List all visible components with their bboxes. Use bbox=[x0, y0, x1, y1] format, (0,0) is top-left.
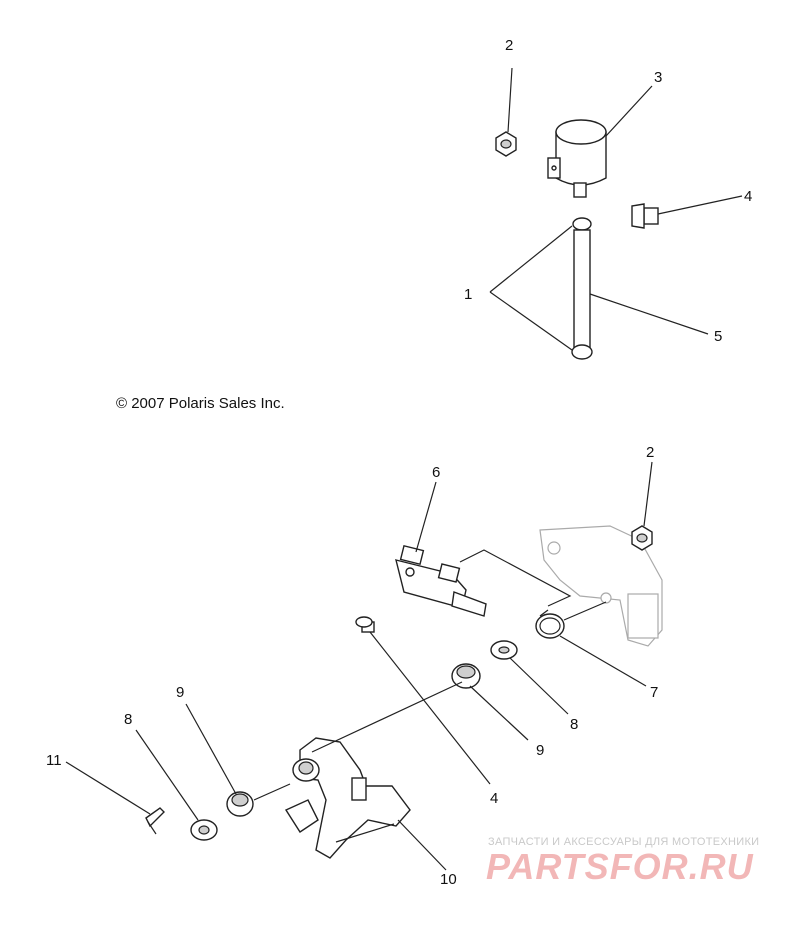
spring-to-bracket-line bbox=[563, 601, 607, 621]
hose bbox=[573, 229, 591, 349]
copyright-notice: © 2007 Polaris Sales Inc. bbox=[116, 395, 285, 412]
master-cylinder bbox=[395, 544, 487, 617]
callout-bot-2: 2 bbox=[646, 444, 654, 461]
leader-top-3 bbox=[605, 85, 653, 137]
callout-bot-10: 10 bbox=[440, 871, 457, 888]
leader-top-4 bbox=[657, 195, 743, 215]
bolt-top bbox=[631, 203, 659, 229]
cylinder-to-bracket-line bbox=[459, 549, 572, 607]
callout-bot-4: 4 bbox=[490, 790, 498, 807]
leader-bot-10 bbox=[397, 819, 447, 871]
callout-top-3: 3 bbox=[654, 69, 662, 86]
callout-bot-6: 6 bbox=[432, 464, 440, 481]
hex-nut-top bbox=[495, 131, 517, 157]
brake-pedal bbox=[284, 737, 411, 859]
callout-bot-8-left: 8 bbox=[124, 711, 132, 728]
callout-bot-11: 11 bbox=[46, 752, 62, 769]
leader-bot-8-left bbox=[135, 729, 199, 821]
return-spring bbox=[535, 609, 565, 639]
callout-bot-8-right: 8 bbox=[570, 716, 578, 733]
mounting-bracket bbox=[539, 525, 663, 647]
bushing-left bbox=[226, 791, 254, 817]
fluid-reservoir bbox=[547, 119, 607, 198]
callout-bot-9-left: 9 bbox=[176, 684, 184, 701]
callout-top-1: 1 bbox=[464, 286, 472, 303]
leader-bot-9-left bbox=[185, 703, 237, 795]
watermark-brand: PARTSFOR.RU bbox=[486, 846, 754, 887]
callout-top-5: 5 bbox=[714, 328, 722, 345]
leader-bot-11 bbox=[65, 761, 151, 815]
hose-clamp-lower bbox=[571, 344, 593, 360]
bushing-right bbox=[451, 663, 481, 689]
leader-top-1b bbox=[489, 291, 573, 351]
leader-bot-4 bbox=[369, 631, 491, 785]
hex-nut-bottom bbox=[631, 525, 653, 551]
leader-top-2 bbox=[507, 67, 513, 133]
bolt-bottom bbox=[355, 616, 375, 633]
pedal-to-bushing-line bbox=[311, 681, 463, 753]
washer-left bbox=[190, 819, 218, 841]
leader-top-1a bbox=[489, 225, 573, 293]
leader-top-5 bbox=[589, 293, 709, 335]
leader-bot-7 bbox=[559, 635, 647, 687]
callout-top-2: 2 bbox=[505, 37, 513, 54]
callout-bot-7: 7 bbox=[650, 684, 658, 701]
washer-right bbox=[490, 640, 518, 660]
callout-bot-9-right: 9 bbox=[536, 742, 544, 759]
leader-bot-9-right bbox=[469, 685, 529, 741]
leader-bot-8-right bbox=[509, 657, 569, 715]
callout-top-4: 4 bbox=[744, 188, 752, 205]
watermark-tagline: ЗАПЧАСТИ И АКСЕССУАРЫ ДЛЯ МОТОТЕХНИКИ bbox=[488, 836, 760, 848]
leader-bot-2 bbox=[643, 461, 653, 527]
cotter-pin bbox=[145, 807, 165, 835]
hose-clamp-upper bbox=[572, 217, 592, 231]
leader-bot-6 bbox=[415, 481, 437, 553]
bushing-to-pedal-line bbox=[253, 783, 291, 801]
